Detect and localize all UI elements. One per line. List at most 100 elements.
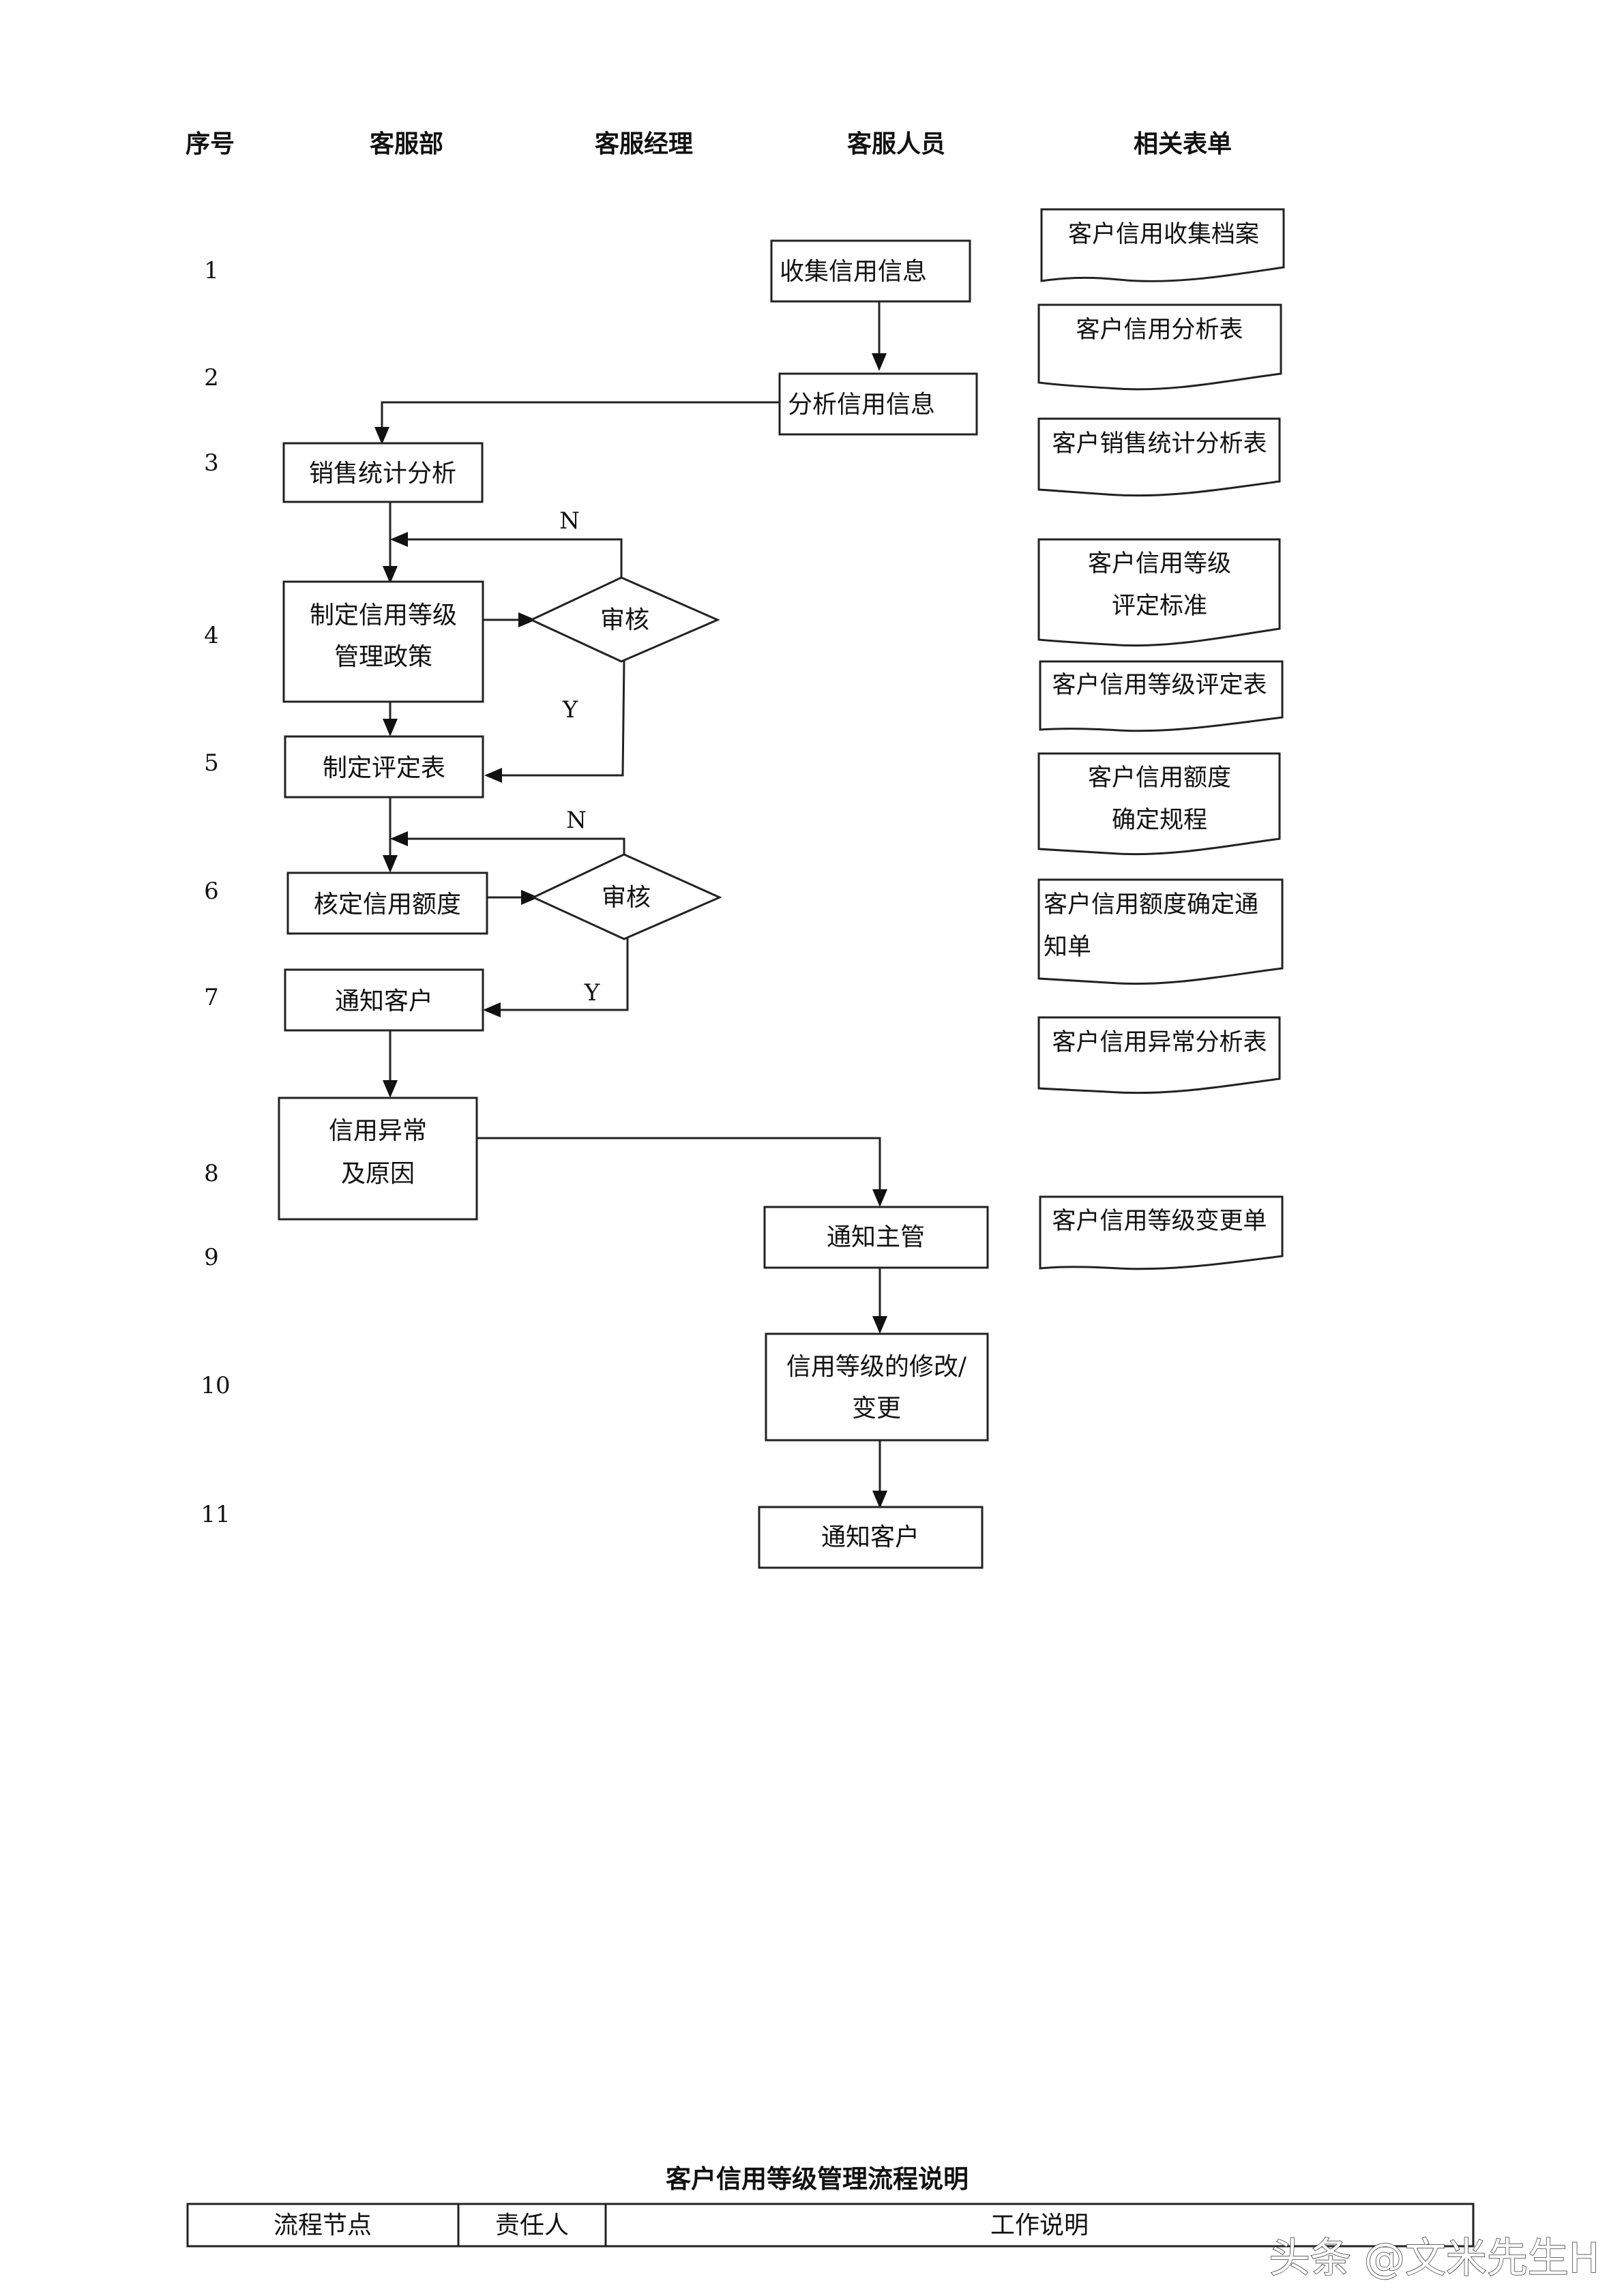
- step-label: 通知主管: [827, 1223, 925, 1251]
- form-sales-statistics: 客户销售统计分析表: [1037, 417, 1281, 497]
- connector-review1-no: [405, 538, 623, 578]
- form-credit-abnormal-analysis: 客户信用异常分析表: [1037, 1016, 1281, 1094]
- arrowhead: [872, 353, 887, 371]
- step-sales-analysis: 销售统计分析: [282, 442, 484, 503]
- explanation-section: 客户信用等级管理流程说明 流程节点 责任人 工作说明: [186, 2164, 1475, 2248]
- decisions: 审核 审核: [529, 576, 722, 940]
- header-forms: 相关表单: [1134, 130, 1232, 158]
- step-label-line2: 管理政策: [334, 643, 432, 671]
- review1-no-label: N: [559, 507, 580, 535]
- decision-labels: N Y N Y: [559, 507, 600, 1007]
- form-credit-analysis: 客户信用分析表: [1037, 303, 1282, 391]
- header-seq: 序号: [186, 130, 235, 158]
- column-headers: 序号 客服部 客服经理 客服人员 相关表单: [186, 130, 1232, 158]
- step-label-line1: 信用异常: [329, 1117, 427, 1145]
- step-analyze-info: 分析信用信息: [778, 372, 978, 436]
- row-number-7: 7: [204, 984, 219, 1011]
- form-credit-level-change: 客户信用等级变更单: [1039, 1195, 1284, 1270]
- row-number-4: 4: [204, 622, 219, 649]
- column-header-owner: 责任人: [495, 2211, 569, 2239]
- header-dept: 客服部: [370, 130, 443, 158]
- arrowhead: [483, 1002, 501, 1017]
- header-staff: 客服人员: [847, 130, 945, 158]
- step-label-line2: 及原因: [341, 1160, 415, 1188]
- row-number-11: 11: [201, 1501, 230, 1528]
- step-label-line1: 制定信用等级: [310, 601, 457, 629]
- form-label: 客户销售统计分析表: [1052, 430, 1267, 458]
- step-label-line2: 变更: [852, 1395, 901, 1422]
- form-label-line1: 客户信用额度: [1088, 764, 1231, 792]
- process-steps: 收集信用信息 分析信用信息 销售统计分析 制定信用等级 管理政策 制定评定表 核…: [278, 239, 989, 1569]
- form-credit-rating-standard: 客户信用等级 评定标准: [1037, 538, 1281, 647]
- watermark-text: 头条 @文米先生H: [1269, 2235, 1599, 2282]
- step-label: 核定信用额度: [314, 891, 461, 919]
- arrowhead: [518, 612, 536, 627]
- form-label-line1: 客户信用额度确定通: [1044, 891, 1258, 919]
- step-collect-info: 收集信用信息: [770, 239, 971, 303]
- row-number-5: 5: [204, 749, 219, 777]
- connector-abnormal-supervisor: [477, 1137, 881, 1191]
- arrowhead: [383, 855, 398, 873]
- form-credit-quota-notice: 客户信用额度确定通 知单: [1037, 878, 1284, 985]
- form-label-line2: 确定规程: [1112, 807, 1207, 834]
- related-forms: 客户信用收集档案 客户信用分析表 客户销售统计分析表 客户信用等级 评定标准 客…: [1037, 208, 1285, 1270]
- step-policy: 制定信用等级 管理政策: [282, 580, 484, 703]
- form-label-line2: 知单: [1044, 934, 1091, 961]
- arrowhead: [374, 427, 389, 445]
- form-credit-quota-rules: 客户信用额度 确定规程: [1037, 752, 1281, 856]
- connectors: [374, 301, 887, 1508]
- row-numbers: 1 2 3 4 5 6 7 8 9 10 11: [201, 257, 230, 1528]
- step-label: 收集信用信息: [780, 258, 927, 286]
- step-notify-customer: 通知客户: [284, 968, 484, 1032]
- form-label-line2: 评定标准: [1112, 593, 1207, 620]
- review1-yes-label: Y: [562, 696, 578, 724]
- row-number-6: 6: [204, 878, 219, 905]
- step-label: 分析信用信息: [788, 391, 935, 419]
- explanation-table-header: 流程节点 责任人 工作说明: [186, 2203, 1475, 2248]
- arrowhead: [383, 719, 398, 736]
- arrowhead: [872, 1189, 887, 1207]
- row-number-10: 10: [201, 1372, 230, 1399]
- step-credit-quota: 核定信用额度: [286, 871, 488, 935]
- decision-review-2: 审核: [531, 853, 722, 940]
- row-number-1: 1: [204, 257, 219, 284]
- arrowhead: [521, 890, 539, 905]
- explanation-title: 客户信用等级管理流程说明: [666, 2164, 969, 2194]
- form-credit-rating-table: 客户信用等级评定表: [1039, 660, 1284, 732]
- row-number-2: 2: [204, 364, 219, 391]
- connector-review2-no: [405, 837, 625, 854]
- decision-label: 审核: [602, 884, 651, 912]
- review2-no-label: N: [566, 807, 587, 834]
- step-label: 制定评定表: [323, 754, 445, 782]
- step-credit-abnormal: 信用异常 及原因: [278, 1097, 478, 1221]
- form-label: 客户信用等级评定表: [1052, 672, 1267, 699]
- arrowhead: [390, 532, 408, 547]
- step-notify-customer-final: 通知客户: [758, 1506, 984, 1569]
- form-credit-collection-file: 客户信用收集档案: [1040, 208, 1285, 282]
- arrowhead: [872, 1491, 887, 1508]
- column-header-node: 流程节点: [274, 2211, 372, 2239]
- form-label: 客户信用分析表: [1076, 316, 1243, 344]
- row-number-8: 8: [204, 1160, 219, 1187]
- step-label-line1: 信用等级的修改/: [786, 1353, 967, 1381]
- form-label: 客户信用收集档案: [1068, 221, 1259, 248]
- step-label: 销售统计分析: [309, 460, 456, 488]
- arrowhead: [390, 831, 408, 846]
- connector-review2-yes: [499, 938, 629, 1011]
- connector-review1-yes: [501, 659, 625, 777]
- form-label-line1: 客户信用等级: [1088, 550, 1231, 578]
- step-rating-table: 制定评定表: [284, 735, 484, 799]
- decision-review-1: 审核: [529, 576, 720, 663]
- column-header-description: 工作说明: [990, 2211, 1089, 2239]
- form-label: 客户信用异常分析表: [1052, 1029, 1267, 1056]
- form-label: 客户信用等级变更单: [1052, 1208, 1267, 1235]
- row-number-3: 3: [204, 449, 219, 477]
- step-notify-supervisor: 通知主管: [763, 1206, 989, 1269]
- step-modify-level: 信用等级的修改/ 变更: [765, 1332, 989, 1442]
- row-number-9: 9: [204, 1244, 219, 1271]
- step-label: 通知客户: [821, 1523, 919, 1551]
- header-manager: 客服经理: [595, 130, 693, 158]
- arrowhead: [383, 566, 398, 584]
